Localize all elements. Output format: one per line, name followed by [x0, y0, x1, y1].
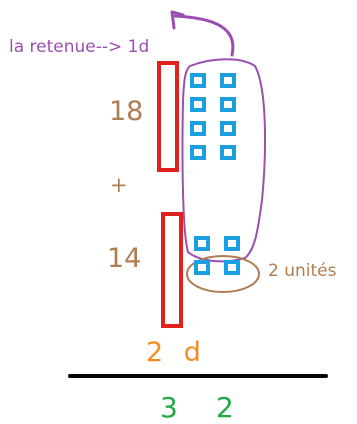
unit-square — [220, 121, 236, 136]
carry-label: la retenue--> 1d — [9, 37, 150, 57]
unit-square — [220, 145, 236, 160]
unit-square — [190, 97, 206, 112]
unit-square — [190, 73, 206, 88]
red-bar-18 — [157, 61, 179, 172]
unit-square — [224, 260, 240, 275]
unit-square — [220, 73, 236, 88]
plus-sign: + — [110, 173, 128, 197]
bottom-unit-squares — [194, 236, 240, 275]
result-tens-digit: 3 — [160, 391, 178, 424]
unit-square — [194, 236, 210, 251]
unit-square — [224, 236, 240, 251]
units-group-label: 2 unités — [268, 261, 337, 281]
unit-square — [190, 145, 206, 160]
first-number: 18 — [109, 96, 144, 127]
result-units-digit: 2 — [216, 391, 234, 424]
carry-arrow — [173, 14, 235, 57]
top-unit-squares — [190, 73, 236, 160]
unit-square — [220, 97, 236, 112]
tens-count-label: 2 d — [146, 337, 207, 368]
unit-square — [194, 260, 210, 275]
carry-arrow-head — [170, 10, 185, 30]
unit-square — [190, 121, 206, 136]
second-number: 14 — [107, 243, 142, 274]
units-group-outline — [186, 255, 260, 293]
red-bar-14 — [161, 212, 183, 328]
ten-group-outline — [181, 58, 267, 263]
